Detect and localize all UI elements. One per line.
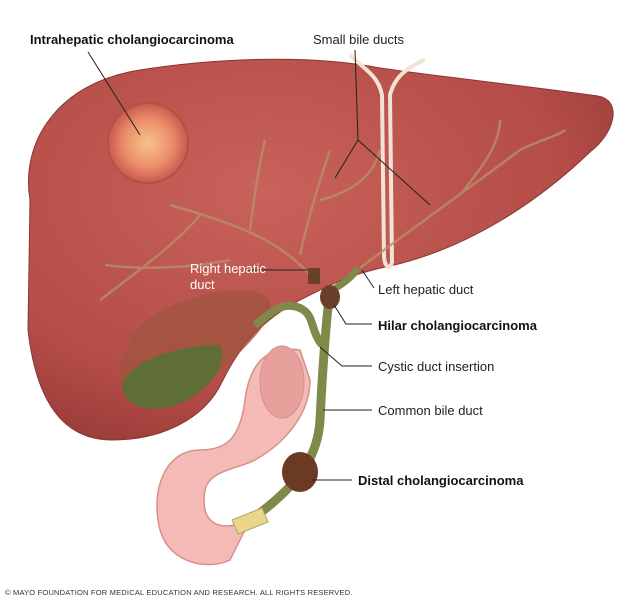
label-right-hepatic-duct-2: duct xyxy=(190,277,215,292)
distal-tumor xyxy=(282,452,318,492)
duodenum-opening xyxy=(259,345,305,419)
right-hepatic-duct-tumor xyxy=(308,268,320,284)
small-bile-ducts xyxy=(99,119,566,301)
label-left-hepatic-duct: Left hepatic duct xyxy=(378,282,474,297)
leader-lines xyxy=(87,49,431,481)
label-distal-cholangiocarcinoma: Distal cholangiocarcinoma xyxy=(358,473,524,488)
hilar-tumor xyxy=(320,285,340,309)
label-right-hepatic-duct-1: Right hepatic xyxy=(190,261,266,276)
intrahepatic-tumor xyxy=(107,102,189,184)
label-hilar-cholangiocarcinoma: Hilar cholangiocarcinoma xyxy=(378,318,537,333)
cystic-duct xyxy=(252,301,326,348)
label-cystic-duct-insertion: Cystic duct insertion xyxy=(378,359,495,374)
gallbladder-fundus xyxy=(122,345,222,409)
label-common-bile-duct: Common bile duct xyxy=(378,403,483,418)
label-intrahepatic-cholangiocarcinoma: Intrahepatic cholangiocarcinoma xyxy=(30,32,234,47)
label-small-bile-ducts: Small bile ducts xyxy=(313,32,405,47)
falciform-ligament xyxy=(348,53,426,270)
ampulla xyxy=(231,507,269,535)
copyright-notice: © MAYO FOUNDATION FOR MEDICAL EDUCATION … xyxy=(5,588,353,597)
